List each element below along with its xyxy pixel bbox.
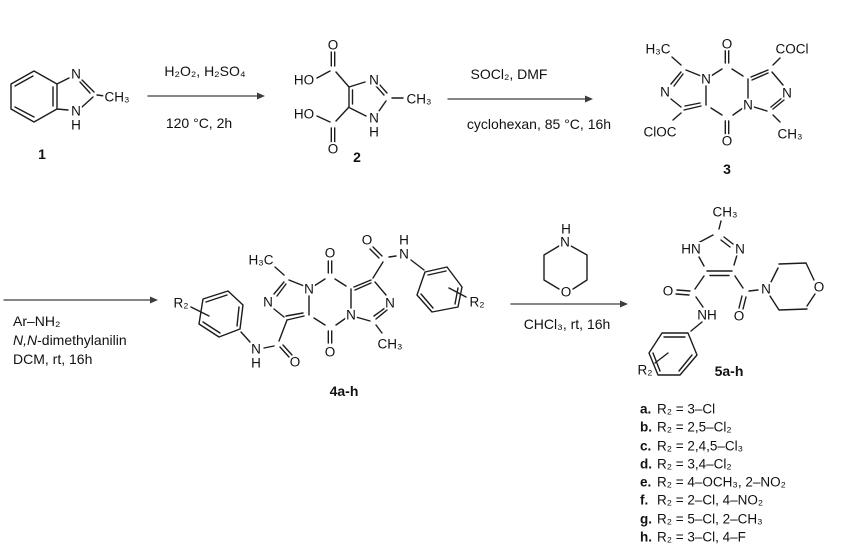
atom-label-h: H: [71, 118, 81, 133]
atom-label-n: N: [399, 247, 409, 262]
condition-text-arrow3-line3: DCM, rt, 16h: [13, 351, 92, 367]
reagent-text-arrow3-line2: N,N-dimethylanilin: [13, 332, 127, 348]
r2-substituent-list: a. R₂ = 3–Cl b. R₂ = 2,5–Cl₂ c. R₂ = 2,4…: [640, 402, 786, 545]
atom-label-ch3: CH₃: [407, 92, 432, 107]
atom-label-n: N: [251, 342, 261, 357]
list-item-key: g.: [640, 512, 652, 527]
atom-label-o: O: [290, 355, 301, 370]
compound-3-structure: H₃C O COCl N N N N ClOC O CH₃ 3: [642, 35, 811, 180]
atom-label-o: O: [561, 285, 572, 300]
atom-label-hn: HN: [681, 242, 701, 257]
atom-label-cloc: ClOC: [644, 125, 677, 140]
list-item-value: R₂ = 2–Cl, 4–NO₂: [657, 493, 763, 508]
list-item-value: R₂ = 4–OCH₃, 2–NO₂: [657, 475, 786, 490]
reaction-arrow-3: Ar–NH₂ N,N-dimethylanilin DCM, rt, 16h: [3, 296, 158, 367]
reaction-arrow-4: CHCl₃, rt, 16h: [510, 300, 628, 332]
atom-label-cocl: COCl: [776, 42, 809, 57]
condition-text-arrow2-below: cyclohexan, 85 °C, 16h: [467, 116, 611, 132]
atom-label-o: O: [325, 345, 336, 360]
atom-label-o: O: [325, 246, 336, 261]
substituent-label-r2: R₂: [470, 295, 485, 310]
atom-label-o: O: [722, 134, 733, 149]
atom-label-h: H: [369, 125, 379, 140]
atom-label-n: N: [735, 242, 745, 257]
substituent-label-r2: R₂: [638, 363, 653, 378]
reaction-arrow-1: H₂O₂, H₂SO₄ 120 °C, 2h: [147, 63, 265, 131]
atom-label-n: N: [701, 72, 711, 87]
atom-label-h3c: H₃C: [249, 253, 274, 268]
atom-label-n: N: [369, 73, 379, 88]
morpholine-reagent-structure: H N O: [543, 220, 588, 302]
list-item-value: R₂ = 3–Cl, 4–F: [657, 530, 746, 545]
atom-label-o: O: [734, 309, 745, 324]
compound-4-number: 4a-h: [330, 383, 359, 399]
atom-label-n: N: [304, 282, 314, 297]
list-item-value: R₂ = 2,4,5–Cl₃: [657, 439, 743, 454]
atom-label-n: N: [71, 104, 81, 119]
list-item-value: R₂ = 5–Cl, 2–CH₃: [657, 512, 763, 527]
substituent-label-r2: R₂: [174, 296, 189, 311]
atom-label-h: H: [561, 222, 571, 237]
atom-label-ho: HO: [294, 107, 314, 122]
atom-label-h: H: [399, 233, 409, 248]
compound-3-number: 3: [723, 161, 731, 177]
compound-4-structure: H₃C O O H N N N N N CH₃ O O N H R₂ R₂ 4a…: [172, 231, 487, 402]
atom-label-n: N: [761, 282, 771, 297]
atom-label-nh: NH: [697, 308, 717, 323]
atom-label-n: N: [660, 85, 670, 100]
atom-label-n: N: [385, 296, 395, 311]
reagent-text-arrow3-line1: Ar–NH₂: [13, 313, 60, 329]
condition-text-arrow1-below: 120 °C, 2h: [166, 115, 232, 131]
atom-label-n: N: [346, 308, 356, 323]
condition-text-arrow4-below: CHCl₃, rt, 16h: [524, 316, 611, 332]
atom-label-ch3: CH₃: [378, 337, 403, 352]
atom-label-ch3: CH₃: [778, 127, 803, 142]
atom-label-n: N: [369, 111, 379, 126]
atom-label-n: N: [743, 98, 753, 113]
list-item-key: d.: [640, 457, 652, 472]
compound-5-structure: CH₃ HN N O NH O N O R₂ 5a-h: [636, 203, 827, 382]
compound-2-structure: O HO HO O N N H CH₃ 2: [292, 36, 434, 168]
atom-label-o: O: [362, 233, 373, 248]
atom-label-ch3: CH₃: [713, 205, 738, 220]
compound-1-structure: N N H CH₃ 1: [10, 65, 132, 164]
atom-label-o: O: [722, 37, 733, 52]
atom-label-n: N: [263, 295, 273, 310]
list-item-value: R₂ = 3–Cl: [657, 402, 715, 417]
compound-1-number: 1: [38, 146, 46, 162]
list-item-value: R₂ = 3,4–Cl₂: [657, 457, 732, 472]
atom-label-h3c: H₃C: [646, 42, 671, 57]
list-item-key: a.: [640, 402, 651, 417]
reaction-arrow-2: SOCl₂, DMF cyclohexan, 85 °C, 16h: [447, 66, 611, 132]
list-item-key: h.: [640, 530, 652, 545]
compound-5-number: 5a-h: [715, 363, 744, 379]
reagent-text-arrow1-above: H₂O₂, H₂SO₄: [164, 63, 245, 79]
atom-label-n: N: [782, 86, 792, 101]
atom-label-o: O: [814, 280, 825, 295]
compound-2-number: 2: [353, 149, 361, 165]
atom-label-ch3: CH₃: [105, 90, 130, 105]
list-item-key: e.: [640, 475, 651, 490]
atom-label-n: N: [71, 67, 81, 82]
atom-label-ho: HO: [294, 73, 314, 88]
atom-label-o: O: [328, 142, 339, 157]
atom-label-o: O: [663, 284, 674, 299]
atom-label-o: O: [328, 38, 339, 53]
list-item-key: f.: [640, 493, 648, 508]
reagent-text-arrow2-above: SOCl₂, DMF: [471, 66, 548, 82]
list-item-value: R₂ = 2,5–Cl₂: [657, 420, 732, 435]
list-item-key: c.: [640, 439, 651, 454]
atom-label-n: N: [560, 235, 570, 250]
list-item-key: b.: [640, 420, 652, 435]
atom-label-h: H: [251, 356, 261, 371]
